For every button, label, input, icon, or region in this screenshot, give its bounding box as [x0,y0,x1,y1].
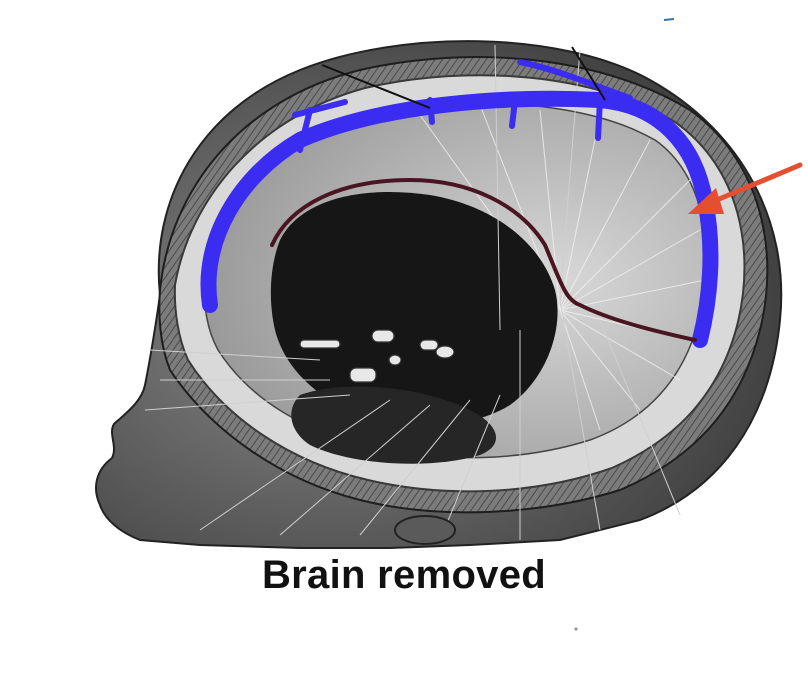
vessel-cluster [299,329,455,383]
tentorium-line [270,177,697,342]
caption: Brain removed [262,553,546,597]
annotation-lines [144,44,681,541]
pointer-line-1 [321,64,431,109]
pointer-line-2 [571,46,606,101]
blue-highlight-branches [292,59,633,153]
lower-cavity [291,386,497,464]
ear [394,515,456,545]
dark-opening [270,192,558,426]
blue-highlight-falx [200,90,719,348]
speck-mark [663,18,675,21]
red-arrow-icon [688,162,803,214]
speck-dot [574,627,578,631]
